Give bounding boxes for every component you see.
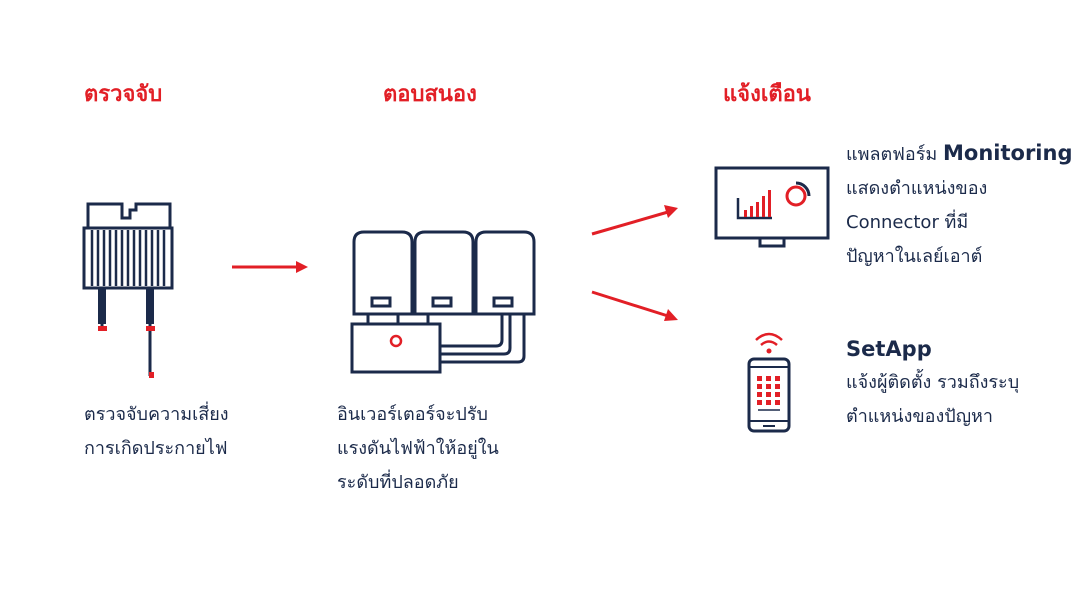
respond-description: อินเวอร์เตอร์จะปรับ แรงดันไฟฟ้าให้อยู่ใน… <box>337 398 499 500</box>
detect-description-line: ตรวจจับความเสี่ยง <box>84 404 229 425</box>
arrow-right-icon <box>232 261 308 273</box>
arrow-up-right-icon <box>591 205 678 236</box>
setapp-title: SetApp <box>846 337 932 361</box>
monitoring-title: แพลตฟอร์ม Monitoring <box>846 136 1072 172</box>
setapp-description-line: แจ้งผู้ติดตั้ง รวมถึงระบุ <box>846 372 1020 393</box>
detect-description: ตรวจจับความเสี่ยง การเกิดประกายไฟ <box>84 398 229 466</box>
monitoring-description-line: ปัญหาในเลย์เอาต์ <box>846 246 983 267</box>
respond-description-line: แรงดันไฟฟ้าให้อยู่ใน <box>337 438 499 459</box>
heading-respond: ตอบสนอง <box>383 82 477 107</box>
setapp-description-line: ตำแหน่งของปัญหา <box>846 406 993 427</box>
arrow-down-right-icon <box>591 290 678 321</box>
heading-alert: แจ้งเตือน <box>723 82 811 107</box>
monitor-icon <box>714 166 830 248</box>
monitoring-title-bold: Monitoring <box>943 141 1073 165</box>
monitoring-alert: แพลตฟอร์ม Monitoring แสดงตำแหน่งของ Conn… <box>846 136 1072 274</box>
detect-description-line: การเกิดประกายไฟ <box>84 438 228 459</box>
connector-icon <box>82 202 174 378</box>
respond-description-line: อินเวอร์เตอร์จะปรับ <box>337 404 488 425</box>
inverter-icon <box>350 230 536 374</box>
setapp-alert: SetApp แจ้งผู้ติดตั้ง รวมถึงระบุ ตำแหน่ง… <box>846 332 1019 434</box>
monitoring-description-line: แสดงตำแหน่งของ <box>846 178 988 199</box>
respond-description-line: ระดับที่ปลอดภัย <box>337 472 459 493</box>
monitoring-title-prefix: แพลตฟอร์ม <box>846 144 943 165</box>
monitoring-description-line: Connector ที่มี <box>846 212 969 233</box>
heading-detect: ตรวจจับ <box>84 82 163 107</box>
smartphone-icon <box>747 332 791 433</box>
